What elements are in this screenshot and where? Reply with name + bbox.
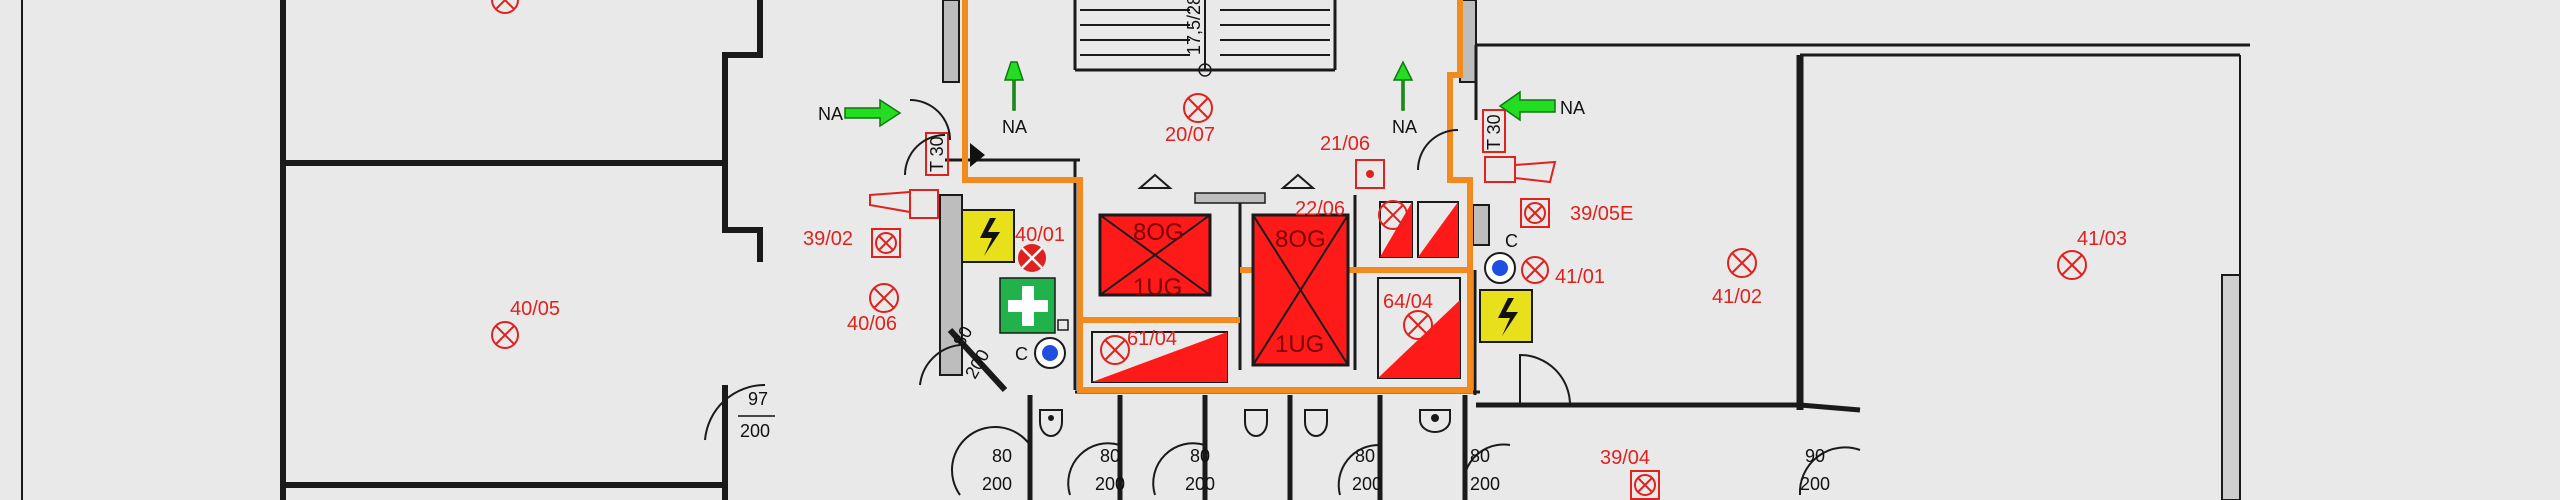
svg-text:200: 200 [1352, 474, 1382, 494]
room-codes: 40/05 39/02 40/06 40/01 20/07 21/06 22/0… [510, 124, 2127, 469]
svg-text:80: 80 [1190, 446, 1210, 466]
fire-alarm-icon [491, 0, 2087, 500]
first-aid-icon [999, 277, 1069, 334]
room-code: 61/04 [1127, 328, 1177, 350]
svg-text:80: 80 [1355, 446, 1375, 466]
svg-text:T 30: T 30 [1484, 114, 1504, 150]
svg-text:T 30: T 30 [927, 136, 947, 172]
fire-extinguisher-icon [1034, 252, 1516, 369]
svg-text:200: 200 [740, 421, 770, 441]
elevator-right: 8OG 1UG [1251, 173, 1350, 367]
door-swings [704, 99, 1861, 496]
exit-label: NA [1002, 117, 1027, 137]
elevator-left-top: 8OG [1133, 219, 1184, 246]
room-code: 39/04 [1600, 447, 1650, 469]
room-code: 21/06 [1320, 133, 1370, 155]
door-tag: T 30 [925, 132, 985, 176]
extinguisher-label: C [1015, 344, 1028, 364]
room-code: 64/04 [1383, 291, 1433, 313]
room-code: 41/01 [1555, 266, 1605, 288]
manual-call-point-icon [1018, 159, 1385, 272]
svg-text:80: 80 [1470, 446, 1490, 466]
room-code: 39/05E [1570, 203, 1633, 225]
elevator-left: 8OG 1UG [1098, 173, 1212, 301]
svg-text:200: 200 [982, 474, 1012, 494]
svg-text:80: 80 [992, 446, 1012, 466]
exit-label: NA [818, 104, 843, 124]
room-code: 41/02 [1712, 286, 1762, 308]
elevator-right-top: 8OG [1275, 226, 1326, 253]
room-code: 20/07 [1165, 124, 1215, 146]
room-code: 22/06 [1295, 198, 1345, 220]
room-code: 41/03 [2077, 228, 2127, 250]
room-code: 40/06 [847, 313, 897, 335]
stair-label: 17,5/28 [1184, 0, 1204, 55]
svg-text:200: 200 [1095, 474, 1125, 494]
electrical-hazard-icon [961, 209, 1533, 343]
door-tag: T 30 [1482, 109, 1506, 153]
toilet-icon [1039, 409, 1451, 437]
svg-text:200: 200 [1470, 474, 1500, 494]
svg-text:200: 200 [1800, 474, 1830, 494]
elevator-right-bottom: 1UG [1275, 331, 1324, 358]
room-code: 39/02 [803, 228, 853, 250]
exit-arrow-icon [844, 60, 1556, 128]
elevator-left-bottom: 1UG [1133, 274, 1182, 301]
extinguisher-label: C [1505, 231, 1518, 251]
svg-text:80: 80 [1100, 446, 1120, 466]
door-size-labels: 97 200 80 200 80 200 80 200 80 200 80 20… [738, 323, 1830, 494]
svg-text:200: 200 [1185, 474, 1215, 494]
exit-label: NA [1560, 98, 1585, 118]
svg-text:90: 90 [1805, 446, 1825, 466]
svg-text:97: 97 [748, 389, 768, 409]
room-code: 40/05 [510, 298, 560, 320]
room-code: 40/01 [1015, 224, 1065, 246]
exit-label: NA [1392, 117, 1417, 137]
